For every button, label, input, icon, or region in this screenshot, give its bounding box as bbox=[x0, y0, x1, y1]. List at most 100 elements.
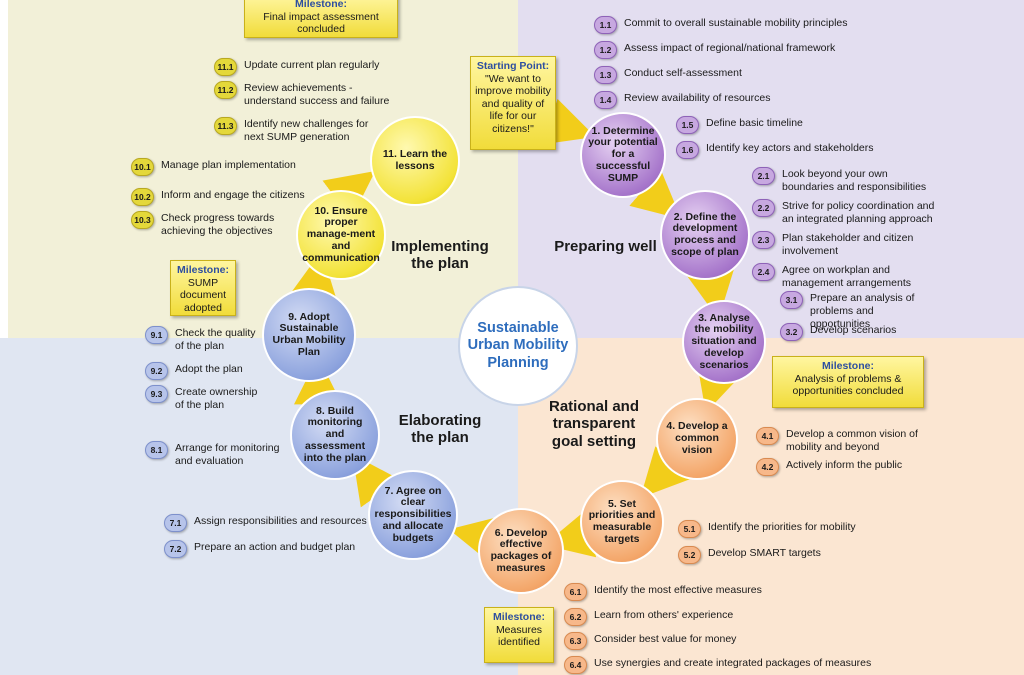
milestone-sump-heading: Milestone: bbox=[177, 264, 229, 276]
step-4-2: 4.2 Actively inform the public bbox=[756, 458, 946, 476]
step-3-2: 3.2 Develop scenarios bbox=[780, 323, 930, 341]
step-9-1-badge: 9.1 bbox=[145, 326, 168, 344]
circle-step-6: 6. Develop effective packages of measure… bbox=[478, 508, 564, 594]
milestone-analysis-heading: Milestone: bbox=[822, 360, 874, 372]
step-11-3-text: Identify new challenges for next SUMP ge… bbox=[244, 118, 369, 144]
step-5-1-text: Identify the priorities for mobility bbox=[708, 521, 856, 533]
step-9-2-badge: 9.2 bbox=[145, 362, 168, 380]
step-1-6-badge: 1.6 bbox=[676, 141, 699, 159]
step-6-2-text: Learn from others' experience bbox=[594, 609, 734, 621]
step-11-2-badge: 11.2 bbox=[214, 81, 237, 99]
step-2-1: 2.1 Look beyond your own boundaries and r… bbox=[752, 167, 932, 194]
step-10-2-text: Inform and engage the citizens bbox=[161, 189, 305, 201]
milestone-final-impact: Milestone: Final impact assessment concl… bbox=[244, 0, 398, 38]
step-11-1-badge: 11.1 bbox=[214, 58, 237, 76]
step-3-1-text: Prepare an analysis of problems and oppo… bbox=[810, 292, 915, 331]
step-2-3-text: Plan stakeholder and citizen involvement bbox=[782, 232, 914, 258]
arrow-7-to-8 bbox=[352, 454, 400, 508]
step-7-1-badge: 7.1 bbox=[164, 514, 187, 532]
step-7-2-badge: 7.2 bbox=[164, 540, 187, 558]
phase-rational: Rational and transparent goal setting bbox=[548, 398, 639, 450]
step-1-5-badge: 1.5 bbox=[676, 116, 699, 134]
step-2-3-badge: 2.3 bbox=[752, 231, 775, 249]
milestone-measures-heading: Milestone: bbox=[493, 611, 545, 623]
step-1-3-badge: 1.3 bbox=[594, 66, 617, 84]
step-2-4-text: Agree on workplan and management arrange… bbox=[782, 264, 911, 290]
step-11-2-text: Review achievements - understand success… bbox=[244, 82, 390, 108]
starting-point-text: "We want to improve mobility and quality… bbox=[475, 72, 551, 135]
step-5-1-badge: 5.1 bbox=[678, 520, 701, 538]
step-1-5-text: Define basic timeline bbox=[706, 117, 803, 129]
step-9-2: 9.2 Adopt the plan bbox=[145, 362, 265, 380]
step-9-2-text: Adopt the plan bbox=[175, 363, 243, 375]
step-4-2-text: Actively inform the public bbox=[786, 459, 903, 471]
step-1-4-badge: 1.4 bbox=[594, 91, 617, 109]
step-1-5: 1.5 Define basic timeline bbox=[676, 116, 936, 134]
step-7-1: 7.1 Assign responsibilities and resources bbox=[164, 514, 374, 532]
milestone-sump-adopted: Milestone: SUMP document adopted bbox=[170, 260, 236, 316]
step-1-1-badge: 1.1 bbox=[594, 16, 617, 34]
step-2-1-badge: 2.1 bbox=[752, 167, 775, 185]
step-11-3-badge: 11.3 bbox=[214, 117, 237, 135]
step-8-1: 8.1 Arrange for monitoring and evaluation bbox=[145, 441, 295, 468]
arrow-9-to-10 bbox=[289, 250, 338, 302]
circle-step-8: 8. Build monitoring and assessment into … bbox=[290, 390, 380, 480]
step-6-2-badge: 6.2 bbox=[564, 608, 587, 626]
step-10-1-badge: 10.1 bbox=[131, 158, 154, 176]
step-1-1-text: Commit to overall sustainable mobility p… bbox=[624, 17, 848, 29]
milestone-analysis-text: Analysis of problems & opportunities con… bbox=[792, 372, 904, 398]
milestone-final-text: Final impact assessment concluded bbox=[263, 10, 379, 36]
step-4-1-text: Develop a common vision of mobility and … bbox=[786, 428, 918, 454]
step-6-3-badge: 6.3 bbox=[564, 632, 587, 650]
center-title: Sustainable Urban Mobility Planning bbox=[458, 286, 578, 406]
milestone-measures: Milestone: Measures identified bbox=[484, 607, 554, 663]
step-1-2-badge: 1.2 bbox=[594, 41, 617, 59]
circle-step-2: 2. Define the development process and sc… bbox=[660, 190, 750, 280]
step-9-1: 9.1 Check the quality of the plan bbox=[145, 326, 265, 353]
step-2-1-text: Look beyond your own boundaries and resp… bbox=[782, 168, 927, 194]
step-6-1-badge: 6.1 bbox=[564, 583, 587, 601]
circle-step-7: 7. Agree on clear responsibilities and a… bbox=[368, 470, 458, 560]
arrow-4-to-5 bbox=[640, 446, 691, 498]
step-5-1: 5.1 Identify the priorities for mobility bbox=[678, 520, 898, 538]
step-9-3-text: Create ownership of the plan bbox=[175, 386, 258, 412]
step-8-1-badge: 8.1 bbox=[145, 441, 168, 459]
step-7-1-text: Assign responsibilities and resources bbox=[194, 515, 367, 527]
step-3-2-badge: 3.2 bbox=[780, 323, 803, 341]
arrow-2-to-3 bbox=[686, 268, 735, 320]
step-11-1-text: Update current plan regularly bbox=[244, 59, 380, 71]
step-10-3-text: Check progress towards achieving the obj… bbox=[161, 212, 275, 238]
circle-step-5: 5. Set priorities and measurable targets bbox=[580, 480, 664, 564]
step-4-1: 4.1 Develop a common vision of mobility a… bbox=[756, 427, 946, 454]
step-4-2-badge: 4.2 bbox=[756, 458, 779, 476]
phase-elaborating: Elaborating the plan bbox=[398, 412, 482, 447]
step-5-2-badge: 5.2 bbox=[678, 546, 701, 564]
step-10-2: 10.2 Inform and engage the citizens bbox=[131, 188, 311, 206]
step-11-2: 11.2 Review achievements - understand suc… bbox=[214, 81, 394, 108]
arrow-1-to-2 bbox=[629, 169, 682, 220]
step-6-2: 6.2 Learn from others' experience bbox=[564, 608, 864, 626]
step-1-2-text: Assess impact of regional/national frame… bbox=[624, 42, 836, 54]
step-8-1-text: Arrange for monitoring and evaluation bbox=[175, 442, 280, 468]
starting-point-heading: Starting Point: bbox=[476, 60, 550, 72]
arrow-5-to-6 bbox=[543, 510, 597, 558]
phase-implementing: Implementing the plan bbox=[391, 238, 489, 273]
circle-step-3: 3. Analyse the mobility situation and de… bbox=[682, 300, 766, 384]
step-9-1-text: Check the quality of the plan bbox=[175, 327, 256, 353]
step-4-1-badge: 4.1 bbox=[756, 427, 779, 445]
step-5-2-text: Develop SMART targets bbox=[708, 547, 821, 559]
step-5-2: 5.2 Develop SMART targets bbox=[678, 546, 898, 564]
step-10-2-badge: 10.2 bbox=[131, 188, 154, 206]
step-3-2-text: Develop scenarios bbox=[810, 324, 897, 336]
milestone-sump-text: SUMP document adopted bbox=[179, 276, 227, 314]
